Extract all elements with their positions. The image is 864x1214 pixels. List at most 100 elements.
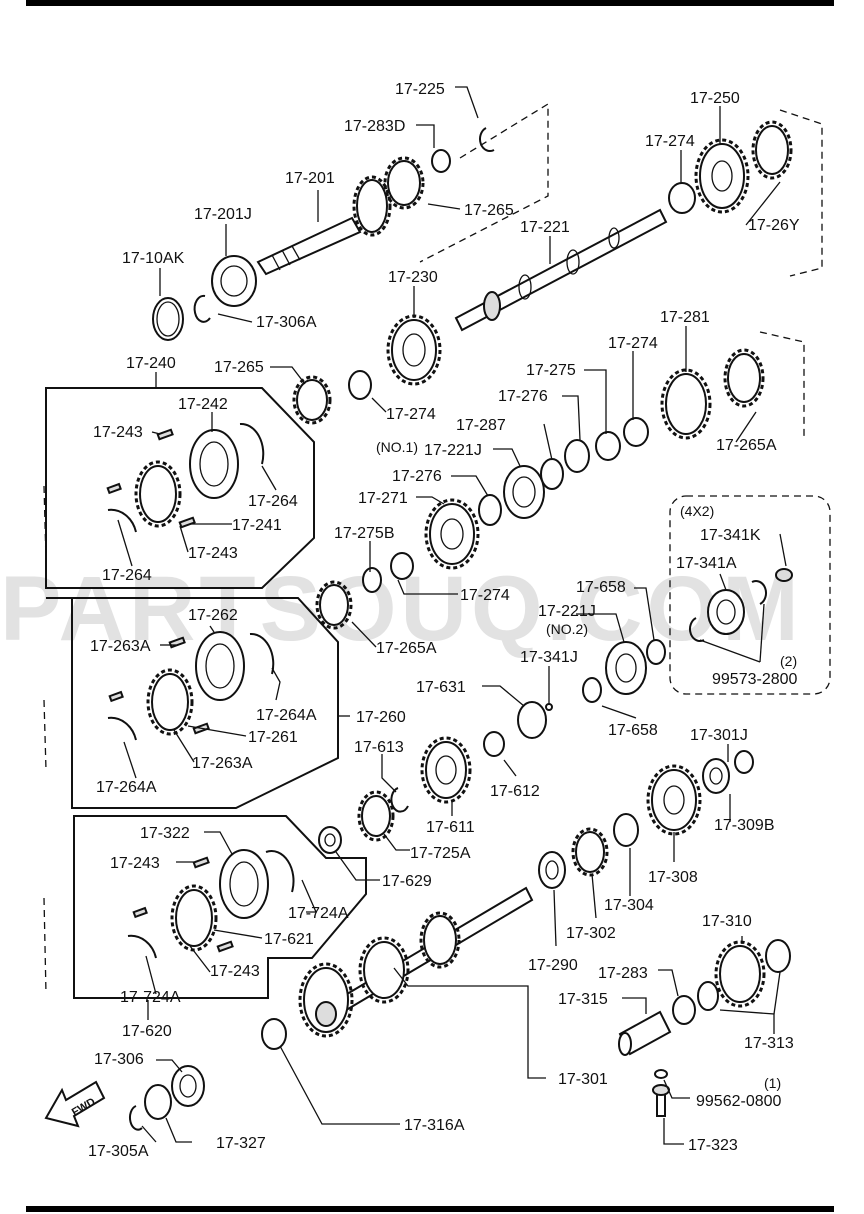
label-17-262: 17-262 bbox=[188, 607, 238, 624]
washer-17-313-a bbox=[765, 939, 791, 973]
label-17-264-b: 17-264 bbox=[102, 567, 152, 584]
nut-17-629 bbox=[318, 826, 342, 854]
needle-bearing-17-274 bbox=[348, 370, 372, 400]
label-17-240: 17-240 bbox=[126, 355, 176, 372]
spring-17-724A-b bbox=[127, 934, 157, 959]
sleeve-17-322 bbox=[219, 849, 269, 919]
snap-ring-17-225 bbox=[479, 127, 495, 152]
ring-17-10AK bbox=[152, 297, 184, 341]
label-17-631: 17-631 bbox=[416, 679, 466, 696]
label-17-261: 17-261 bbox=[248, 729, 298, 746]
label-17-612: 17-612 bbox=[490, 783, 540, 800]
box-17-240-outline bbox=[45, 387, 315, 589]
label-17-263A-b: 17-263A bbox=[192, 755, 253, 772]
synchro-box-17-260 bbox=[43, 597, 339, 809]
main-shaft-group bbox=[386, 109, 823, 386]
label-17-275B: 17-275B bbox=[334, 525, 395, 542]
washer-17-327 bbox=[144, 1084, 172, 1120]
label-17-201: 17-201 bbox=[285, 170, 335, 187]
washer-99562 bbox=[654, 1069, 668, 1079]
key-17-243-b bbox=[178, 516, 196, 529]
needle-bearing-17-274-d bbox=[390, 552, 414, 580]
gear-17-281 bbox=[665, 373, 707, 435]
part-labels: 17-225 17-283D 17-201 17-201J 17-10AK 17… bbox=[88, 81, 800, 1160]
label-17-341K: 17-341K bbox=[700, 527, 761, 544]
collar-17-275B bbox=[362, 567, 382, 593]
synchro-ring-17-265 bbox=[296, 379, 328, 421]
label-q2: (2) bbox=[780, 653, 797, 669]
gear-17-271 bbox=[429, 503, 475, 565]
label-17-230: 17-230 bbox=[388, 269, 438, 286]
countershaft-group: FWD bbox=[44, 750, 791, 1131]
label-17-274-b: 17-274 bbox=[386, 406, 436, 423]
label-17-629: 17-629 bbox=[382, 873, 432, 890]
spring-17-264-b bbox=[107, 508, 137, 533]
ball-17-341J bbox=[545, 703, 553, 711]
label-17-242: 17-242 bbox=[178, 396, 228, 413]
label-no1: (NO.1) bbox=[376, 439, 418, 455]
spring-17-264A-a bbox=[249, 632, 275, 675]
label-17-274-top: 17-274 bbox=[645, 133, 695, 150]
washer-17-276-a bbox=[478, 494, 502, 526]
label-17-313: 17-313 bbox=[744, 1035, 794, 1052]
label-17-265A-a: 17-265A bbox=[716, 437, 777, 454]
spring-17-264-a bbox=[239, 422, 265, 465]
label-17-304: 17-304 bbox=[604, 897, 654, 914]
spring-17-264A-b bbox=[107, 716, 137, 741]
label-17-250: 17-250 bbox=[690, 90, 740, 107]
label-17-26Y: 17-26Y bbox=[748, 217, 800, 234]
label-17-620: 17-620 bbox=[122, 1023, 172, 1040]
bearing-17-306 bbox=[171, 1065, 205, 1107]
key-17-243-d bbox=[216, 940, 234, 953]
label-17-301J: 17-301J bbox=[690, 727, 748, 744]
counter-gear-large bbox=[303, 967, 349, 1033]
bearing-17-221J-no2 bbox=[605, 641, 647, 695]
washer-17-313-b bbox=[697, 981, 719, 1011]
plug-17-341K bbox=[775, 568, 793, 582]
label-17-658-a: 17-658 bbox=[576, 579, 626, 596]
top-border bbox=[26, 0, 834, 6]
washer-17-276-b bbox=[564, 439, 590, 473]
label-17-283: 17-283 bbox=[598, 965, 648, 982]
label-17-308: 17-308 bbox=[648, 869, 698, 886]
label-17-264A-a: 17-264A bbox=[256, 707, 317, 724]
label-17-201J: 17-201J bbox=[194, 206, 252, 223]
label-17-611: 17-611 bbox=[426, 819, 475, 836]
gear-17-308 bbox=[651, 769, 697, 831]
needle-bearing-17-274-c bbox=[623, 417, 649, 447]
synchro-ring-17-265-top bbox=[387, 160, 421, 206]
synchro-ring-17-26Y bbox=[755, 125, 789, 175]
label-17-306: 17-306 bbox=[94, 1051, 144, 1068]
main-drive-shaft bbox=[256, 216, 362, 276]
label-17-621: 17-621 bbox=[264, 931, 314, 948]
sleeve-17-242 bbox=[189, 429, 239, 499]
collar-17-304 bbox=[613, 813, 639, 847]
label-17-264-a: 17-264 bbox=[248, 493, 298, 510]
synchro-ring-17-265A-a bbox=[727, 353, 761, 403]
box-17-620-outline bbox=[73, 815, 367, 999]
synchro-box-17-620 bbox=[43, 815, 367, 999]
synchro-ring-17-725A bbox=[361, 795, 391, 837]
sleeve-17-341A bbox=[707, 589, 745, 635]
snap-ring-17-613 bbox=[390, 787, 409, 813]
label-17-221J-a: 17-221J bbox=[424, 442, 482, 459]
label-17-265-top: 17-265 bbox=[464, 202, 514, 219]
label-no2: (NO.2) bbox=[546, 621, 588, 637]
label-17-260: 17-260 bbox=[356, 709, 406, 726]
label-17-305A: 17-305A bbox=[88, 1143, 149, 1160]
label-17-306A: 17-306A bbox=[256, 314, 317, 331]
label-17-316A: 17-316A bbox=[404, 1117, 465, 1134]
needle-bearing-17-274-top bbox=[668, 182, 696, 214]
bearing-17-221J-no1 bbox=[503, 465, 545, 519]
label-17-10AK: 17-10AK bbox=[122, 250, 185, 267]
label-17-274-d: 17-274 bbox=[460, 587, 510, 604]
label-17-309B: 17-309B bbox=[714, 817, 775, 834]
bearing-17-290 bbox=[538, 851, 566, 889]
main-drive-shaft-group bbox=[152, 102, 549, 341]
gear-17-230 bbox=[391, 319, 437, 381]
label-17-323: 17-323 bbox=[688, 1137, 738, 1154]
gear-17-611 bbox=[425, 741, 467, 799]
middle-parts-group bbox=[292, 331, 805, 630]
label-17-265A-b: 17-265A bbox=[376, 640, 437, 657]
gear-17-302 bbox=[575, 831, 605, 873]
